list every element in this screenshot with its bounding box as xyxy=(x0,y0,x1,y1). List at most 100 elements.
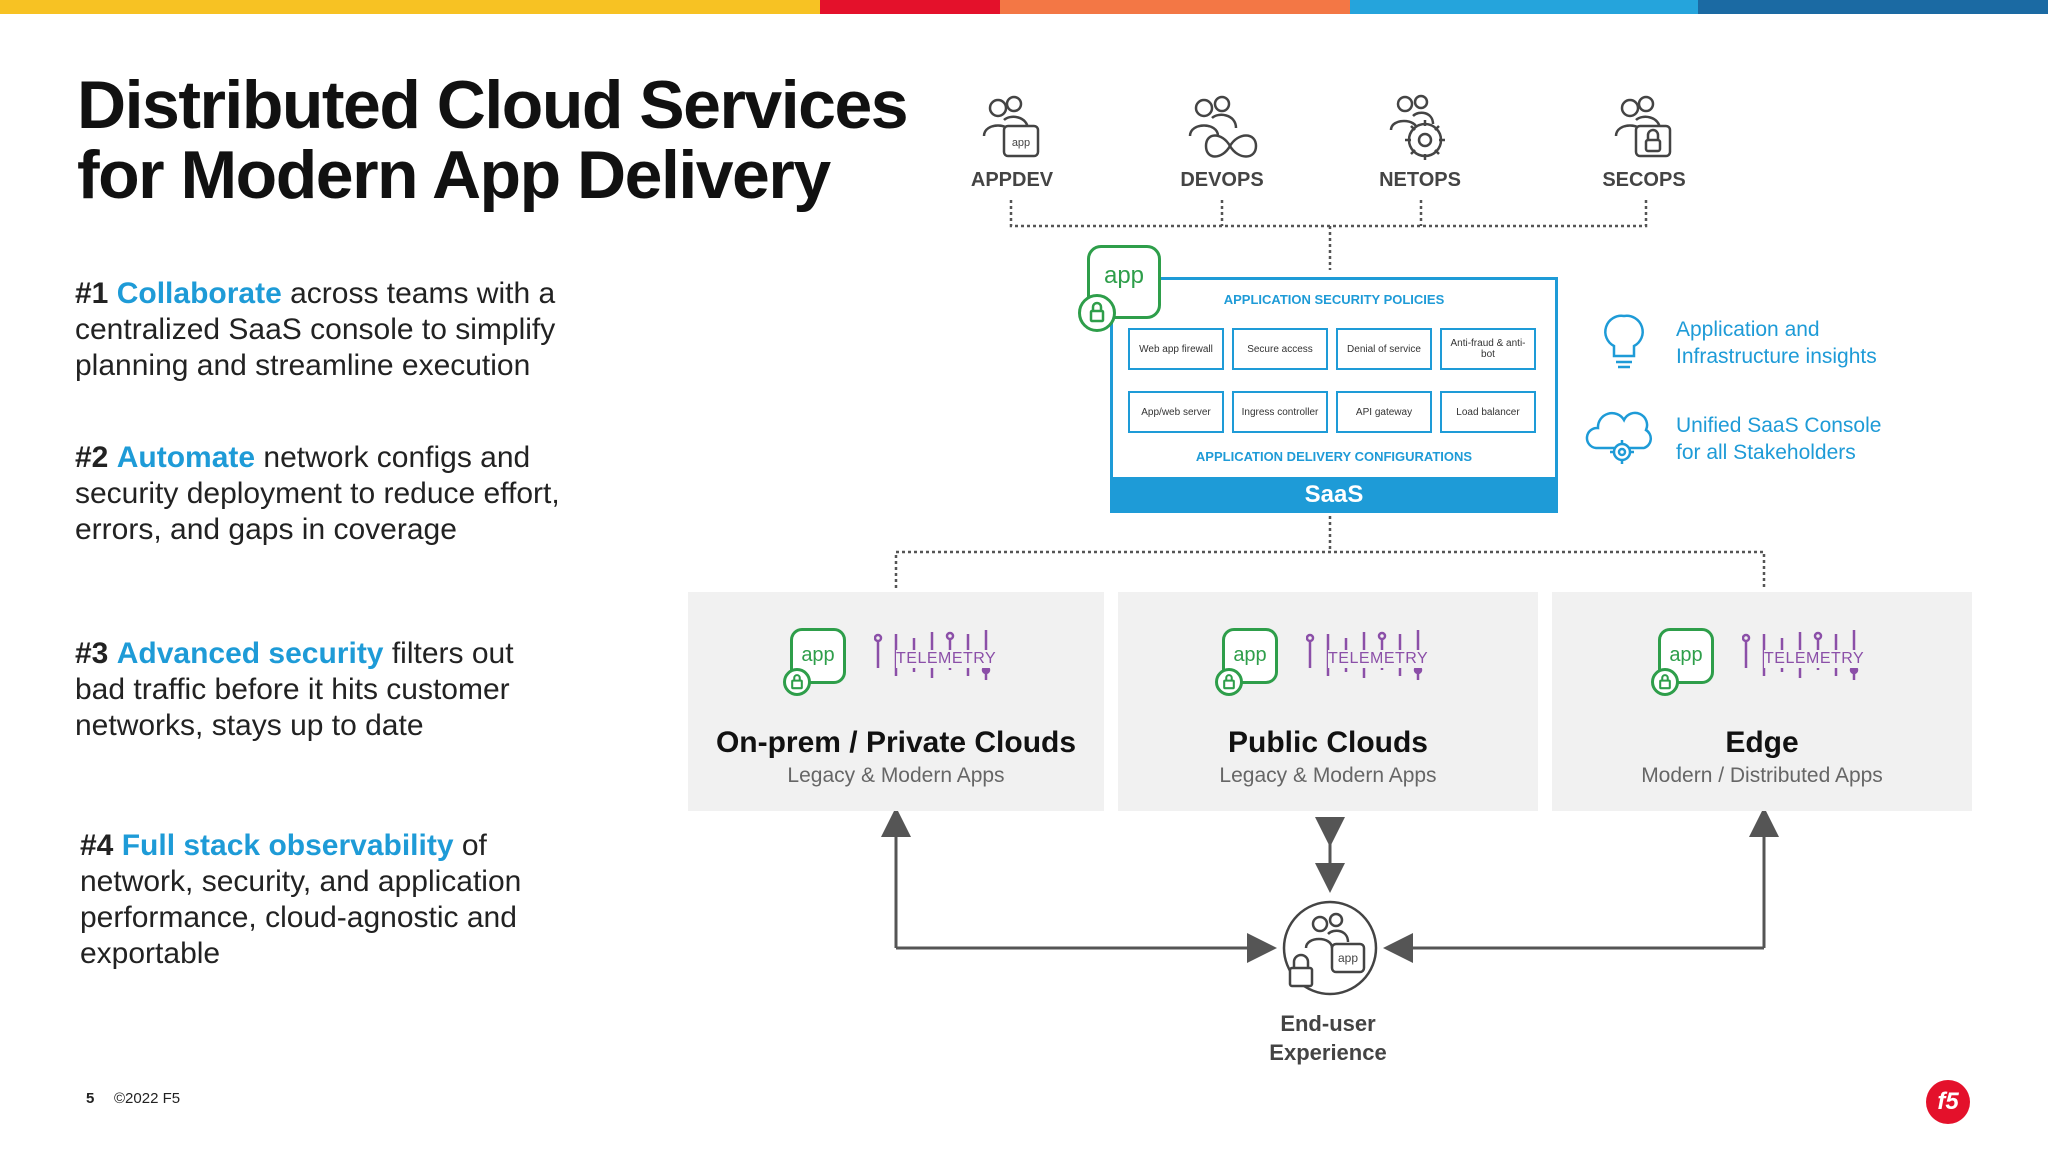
page-number: 5 xyxy=(86,1090,95,1107)
netops-icon xyxy=(1389,94,1445,160)
end-user-label: End-user Experience xyxy=(1228,1009,1428,1067)
f5-logo: f5 xyxy=(1926,1080,1970,1124)
point-number: #3 xyxy=(75,637,109,670)
end-user-app-label: app xyxy=(1338,951,1358,965)
point-keyword: Full stack observability xyxy=(121,829,454,862)
policy-cell: Web app firewall xyxy=(1128,328,1224,370)
point-number: #2 xyxy=(75,441,109,474)
point-number: #1 xyxy=(75,277,109,310)
panel-title: Edge xyxy=(1725,726,1799,759)
panel-onprem: app TELEMETRY On-prem / Private Clouds L… xyxy=(688,592,1104,811)
role-label: SECOPS xyxy=(1602,169,1686,191)
point-text: networks, stays up to date xyxy=(75,709,424,742)
appdev-icon: app xyxy=(982,95,1040,158)
delivery-cells: App/web server Ingress controller API ga… xyxy=(1128,391,1536,433)
color-band-orange xyxy=(1000,0,1350,14)
panel-subtitle: Legacy & Modern Apps xyxy=(787,764,1005,787)
roles-connector xyxy=(1009,200,1648,228)
svg-text:app: app xyxy=(1012,137,1030,149)
panel-subtitle: Modern / Distributed Apps xyxy=(1641,764,1883,787)
color-band-blue xyxy=(1350,0,1698,14)
point-text: planning and streamline execution xyxy=(75,349,531,382)
panel-subtitle: Legacy & Modern Apps xyxy=(1219,764,1437,787)
role-secops: SECOPS xyxy=(1564,92,1724,192)
point-text: performance, cloud-agnostic and xyxy=(80,901,517,934)
role-netops: NETOPS xyxy=(1340,92,1500,192)
lock-icon xyxy=(1215,668,1243,696)
saas-bottom-connector xyxy=(894,516,1766,588)
telemetry-label: TELEMETRY xyxy=(1764,650,1865,668)
policy-cell: Secure access xyxy=(1232,328,1328,370)
lock-icon xyxy=(1651,668,1679,696)
insight-text: for all Stakeholders xyxy=(1676,441,1856,464)
title-line-2: for Modern App Delivery xyxy=(77,137,831,213)
point-4: #4 Full stack observability of network, … xyxy=(80,828,521,972)
page-title: Distributed Cloud Services for Modern Ap… xyxy=(77,67,909,213)
policy-cell: Anti-fraud & anti-bot xyxy=(1440,328,1536,370)
app-badge-label: app xyxy=(1103,262,1145,289)
panel-title: Public Clouds xyxy=(1227,726,1428,759)
config-cell: API gateway xyxy=(1336,391,1432,433)
panel-title: On-prem / Private Clouds xyxy=(715,726,1077,759)
point-1: #1 Collaborate across teams with a centr… xyxy=(75,276,555,384)
copyright: ©2022 F5 xyxy=(114,1090,181,1107)
point-keyword: Automate xyxy=(116,441,256,474)
point-text: bad traffic before it hits customer xyxy=(75,673,510,706)
color-band-navy xyxy=(1698,0,2048,14)
config-cell: App/web server xyxy=(1128,391,1224,433)
app-label: app xyxy=(801,644,835,666)
point-3: #3 Advanced security filters out bad tra… xyxy=(75,636,514,744)
insight-text: Infrastructure insights xyxy=(1676,345,1877,368)
security-cells: Web app firewall Secure access Denial of… xyxy=(1128,328,1536,370)
insight-text: Unified SaaS Console xyxy=(1676,414,1882,437)
point-text: errors, and gaps in coverage xyxy=(75,513,457,546)
panel-edge: app TELEMETRY Edge Modern / Distributed … xyxy=(1552,592,1972,811)
security-policies-caption: APPLICATION SECURITY POLICIES xyxy=(1223,292,1445,307)
end-user-line: Experience xyxy=(1269,1040,1387,1065)
role-label: DEVOPS xyxy=(1180,169,1264,191)
insight-analytics: Application and Infrastructure insights xyxy=(1676,316,1877,370)
config-cell: Load balancer xyxy=(1440,391,1536,433)
app-label: app xyxy=(1233,644,1267,666)
app-label: app xyxy=(1669,644,1703,666)
point-text: filters out xyxy=(383,637,514,670)
saas-label-bar: SaaS xyxy=(1110,477,1558,513)
insight-console: Unified SaaS Console for all Stakeholder… xyxy=(1676,412,1881,466)
point-text: of xyxy=(453,829,487,862)
lightbulb-icon xyxy=(1602,312,1646,377)
config-cell: Ingress controller xyxy=(1232,391,1328,433)
panel-public-clouds: app TELEMETRY Public Clouds Legacy & Mod… xyxy=(1118,592,1538,811)
role-label: NETOPS xyxy=(1379,169,1461,191)
secops-icon xyxy=(1614,95,1672,158)
insight-text: Application and xyxy=(1676,318,1820,341)
point-keyword: Collaborate xyxy=(116,277,282,310)
lock-icon xyxy=(1078,294,1116,332)
point-text: across teams with a xyxy=(281,277,556,310)
point-text: network configs and xyxy=(255,441,531,474)
title-line-1: Distributed Cloud Services xyxy=(77,67,909,143)
telemetry-label: TELEMETRY xyxy=(1328,650,1429,668)
point-text: centralized SaaS console to simplify xyxy=(75,313,556,346)
policy-cell: Denial of service xyxy=(1336,328,1432,370)
top-color-bar xyxy=(0,0,2048,14)
cloud-gear-icon xyxy=(1582,404,1658,475)
end-user-icon: app xyxy=(1278,898,1382,1007)
lock-icon xyxy=(783,668,811,696)
point-text: network, security, and application xyxy=(80,865,522,898)
end-user-line: End-user xyxy=(1280,1011,1376,1036)
telemetry-label: TELEMETRY xyxy=(896,650,997,668)
role-label: APPDEV xyxy=(970,169,1054,191)
point-text: exportable xyxy=(80,937,221,970)
color-band-yellow xyxy=(0,0,820,14)
app-icon: app xyxy=(1658,628,1714,684)
point-2: #2 Automate network configs and security… xyxy=(75,440,560,548)
color-band-red xyxy=(820,0,1000,14)
delivery-configs-caption: APPLICATION DELIVERY CONFIGURATIONS xyxy=(1195,449,1473,464)
point-keyword: Advanced security xyxy=(116,637,384,670)
devops-icon xyxy=(1188,95,1258,158)
point-number: #4 xyxy=(80,829,114,862)
role-devops: DEVOPS xyxy=(1142,92,1302,192)
point-text: security deployment to reduce effort, xyxy=(75,477,560,510)
role-appdev: app APPDEV xyxy=(932,92,1092,192)
